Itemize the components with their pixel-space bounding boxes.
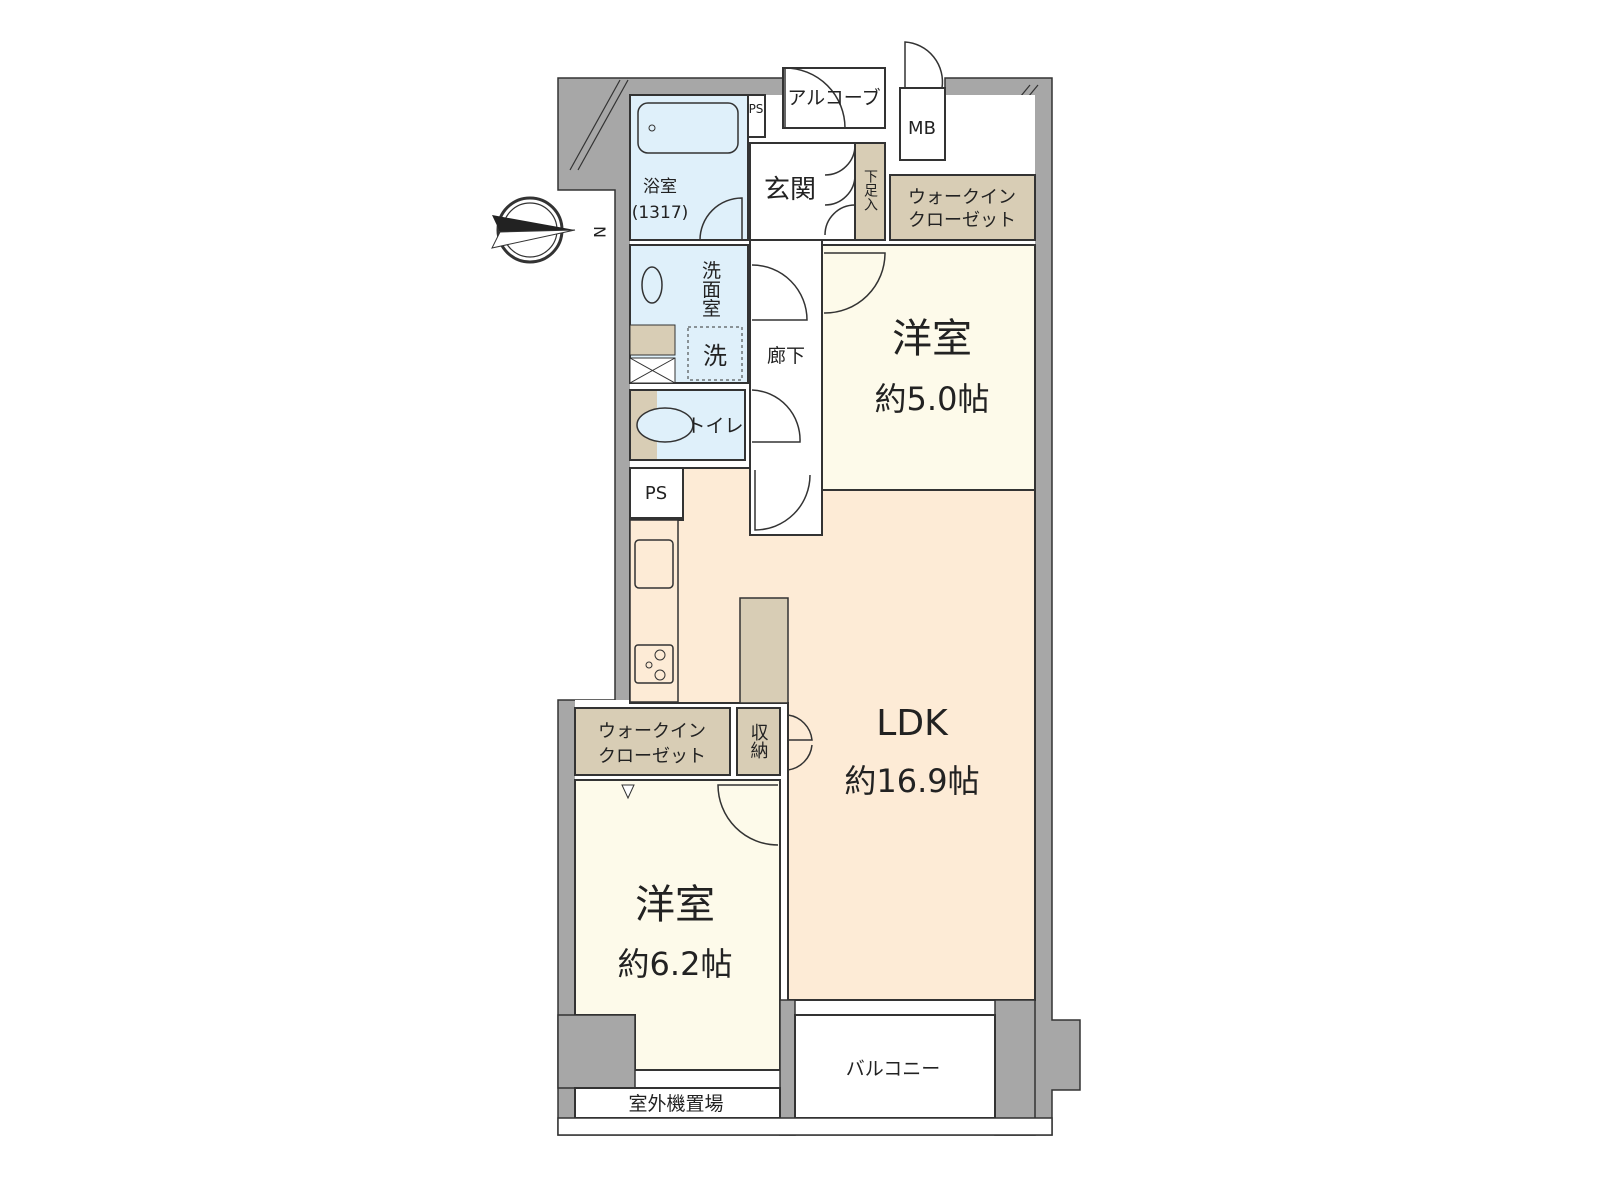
wic-top-line2: クローゼット [908, 210, 1016, 231]
wic-top-line1: ウォークイン [908, 187, 1016, 208]
ps [629, 467, 684, 519]
washer-label: 洗 [703, 342, 727, 370]
drain-icon [629, 357, 676, 384]
corridor [749, 239, 823, 536]
kitchen-counter [629, 519, 679, 703]
storage [736, 707, 781, 776]
wic-bottom-line1: ウォークイン [598, 721, 706, 742]
balcony [794, 1014, 996, 1119]
alcove [782, 67, 886, 129]
ldk-label: LDK [876, 703, 949, 744]
ps-label: PS [645, 483, 667, 504]
toilet-door-icon [751, 389, 801, 443]
corridor-label: 廊下 [767, 345, 805, 367]
north-label: N [590, 226, 609, 238]
meter-box [899, 87, 946, 161]
bedroom2-label: 洋室 [635, 882, 715, 928]
stove-icon [634, 644, 674, 684]
balcony-label: バルコニー [846, 1058, 941, 1080]
kitchen-sink-icon [634, 539, 674, 589]
ps-top-label: PS [749, 102, 764, 116]
wic-bottom-line2: クローゼット [598, 746, 706, 767]
alcove-label: アルコーブ [787, 86, 880, 109]
bedroom1-label: 洋室 [892, 316, 972, 362]
ldk-door-icon [754, 470, 811, 531]
ac-unit-label: 室外機置場 [628, 1093, 723, 1115]
bedroom2-door-icon [717, 784, 779, 846]
entrance-label: 玄関 [764, 175, 816, 205]
sink-icon [641, 266, 663, 304]
washroom-label: 洗面室 [699, 260, 721, 317]
washer-space [687, 326, 743, 381]
alcove-door-icon [784, 67, 846, 129]
bedroom-1 [821, 244, 1036, 491]
toilet-bowl-icon [636, 407, 694, 443]
walk-in-closet-top [889, 174, 1036, 241]
bedroom1-door-icon [823, 252, 886, 314]
toilet-label: トイレ [686, 415, 743, 437]
washroom-door-icon [751, 264, 808, 321]
mb-door-icon [904, 41, 944, 89]
bedroom2-size: 約6.2帖 [618, 945, 733, 983]
kitchen-island [739, 597, 789, 704]
ac-unit-space [574, 1087, 781, 1119]
compass-north-arrow-icon: N [491, 196, 609, 264]
ldk-size: 約16.9帖 [844, 762, 979, 800]
bath-label: 浴室 [643, 177, 677, 197]
mb-label: MB [908, 118, 936, 139]
shoe-storage [854, 142, 886, 241]
storage-doors-icon [787, 714, 813, 771]
bathtub-icon [637, 102, 739, 154]
walk-in-closet-bottom [574, 707, 731, 776]
shoe-storage-label: 下足入 [862, 169, 878, 211]
ps-top [747, 94, 766, 138]
bath-size: (1317) [632, 203, 689, 223]
closet-opening-icon [621, 784, 635, 800]
bedroom1-size: 約5.0帖 [875, 380, 990, 418]
storage-label: 収納 [748, 723, 769, 759]
bath-door-icon [699, 197, 743, 241]
